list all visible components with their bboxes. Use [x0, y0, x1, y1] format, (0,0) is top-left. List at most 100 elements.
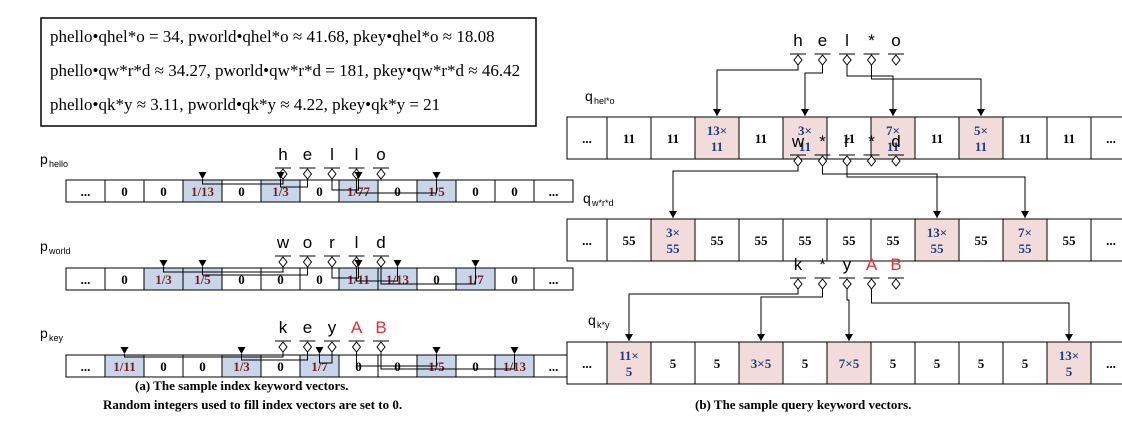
mapping-arrow [237, 347, 308, 361]
cell-value: 3× [798, 123, 812, 138]
cell-value: ... [549, 359, 559, 374]
keyword-letter: l [355, 145, 359, 164]
hash-diamond [866, 155, 877, 167]
hash-diamond [866, 54, 877, 66]
keyword-letter: e [303, 145, 312, 164]
hash-diamond [376, 168, 386, 180]
keyword-letter: o [891, 31, 900, 50]
caption-left-line2: Random integers used to fill index vecto… [103, 397, 402, 412]
hash-diamond [376, 256, 386, 268]
cell-value: 0 [394, 184, 401, 199]
mapping-arrow [331, 260, 363, 279]
cell-value: ... [582, 131, 592, 146]
keyword-letter: e [303, 318, 312, 337]
vector-cell [1002, 218, 1048, 262]
mapping-arrow [356, 347, 441, 367]
cell-value: 55 [975, 233, 989, 248]
hash-diamond [351, 256, 362, 268]
mapping-arrow [159, 260, 284, 273]
cell-value: 5 [626, 364, 633, 379]
vector-cell [650, 341, 696, 385]
cell-value: 55 [843, 233, 857, 248]
vector-label-subscript: key [49, 333, 64, 343]
cell-value: ... [1106, 233, 1116, 248]
cell-value: 3× [666, 225, 680, 240]
keyword-letter: l [355, 233, 359, 252]
cell-value: ... [81, 359, 91, 374]
keyword-letter: * [819, 132, 826, 151]
vector-cell [694, 341, 740, 385]
cell-value: 0 [160, 359, 167, 374]
vector-cell [914, 341, 960, 385]
vector-label: q [583, 190, 591, 206]
cell-value: 0 [472, 184, 479, 199]
hash-diamond [302, 341, 313, 353]
cell-value: 13× [927, 225, 947, 240]
cell-value: 0 [511, 184, 518, 199]
cell-value: 13× [707, 123, 727, 138]
hash-diamond [842, 278, 852, 290]
cell-value: 55 [623, 233, 637, 248]
hash-diamond [891, 155, 901, 167]
cell-value: 0 [238, 272, 245, 287]
vector-label: p [40, 151, 48, 167]
cell-value: ... [582, 233, 592, 248]
hash-diamond [302, 168, 313, 180]
hash-diamond [866, 278, 877, 290]
keyword-letter: l [845, 31, 849, 50]
cell-value: 11 [887, 139, 899, 154]
vector-cell [958, 218, 1004, 262]
cell-value: 0 [511, 272, 518, 287]
hash-diamond [351, 341, 362, 353]
keyword-letter: w [791, 132, 805, 151]
keyword-letter: * [868, 31, 875, 50]
vector-label-subscript: world [48, 246, 71, 256]
mapping-arrow [846, 166, 1029, 218]
formula-line-2: phello•qw*r*d ≈ 34.27, pworld•qw*r*d = 1… [50, 61, 520, 80]
formula-line-3: phello•qk*y ≈ 3.11, pworld•qk*y ≈ 4.22, … [50, 95, 440, 114]
formula-box [40, 17, 537, 127]
hash-diamond [891, 54, 901, 66]
vector-label: q [588, 312, 596, 328]
mapping-arrow [380, 260, 480, 285]
cell-value: 5 [1066, 364, 1073, 379]
keyword-letter: l [330, 145, 334, 164]
mapping-arrow [198, 260, 308, 276]
mapping-arrow [846, 65, 897, 116]
caption-right: (b) The sample query keyword vectors. [695, 397, 911, 412]
cell-value: 55 [711, 233, 725, 248]
keyword-letter: B [890, 255, 901, 274]
vector-cell [782, 116, 828, 160]
cell-value: 7× [1018, 225, 1032, 240]
vector-cell [914, 218, 960, 262]
vector-cell [870, 341, 916, 385]
cell-value: 1/11 [113, 359, 135, 374]
vector-cell [782, 341, 828, 385]
cell-value: 0 [160, 184, 167, 199]
cell-value: 5 [890, 356, 897, 371]
hash-diamond [278, 341, 288, 353]
vector-cell [606, 218, 652, 262]
keyword-letter: d [891, 132, 900, 151]
mapping-arrow [198, 172, 284, 185]
vector-cell [870, 116, 916, 160]
cell-value: 11 [843, 131, 855, 146]
mapping-arrow [276, 172, 308, 188]
vector-cell [566, 116, 608, 160]
cell-value: 13× [1059, 348, 1079, 363]
cell-value: ... [582, 356, 592, 371]
cell-value: 1/11 [347, 272, 369, 287]
cell-value: 55 [931, 241, 945, 256]
mapping-arrow [669, 166, 799, 218]
cell-value: 11 [1063, 131, 1075, 146]
keyword-letter: e [818, 31, 827, 50]
vector-cell [1046, 341, 1092, 385]
keyword-letter: y [843, 255, 852, 274]
vector-cell [738, 341, 784, 385]
vector-cell [738, 218, 784, 262]
